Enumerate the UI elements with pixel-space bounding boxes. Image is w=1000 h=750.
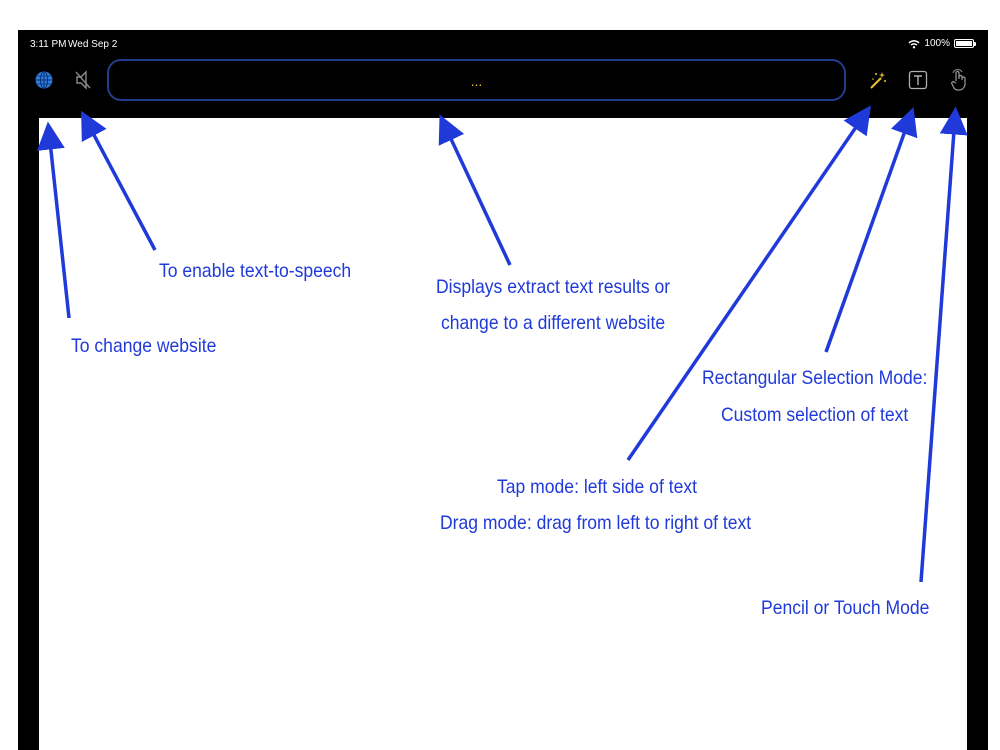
text-selection-icon bbox=[908, 70, 928, 90]
battery-percent: 100% bbox=[924, 38, 950, 49]
battery-fill bbox=[956, 41, 972, 46]
annotation-extract-line2: change to a different website bbox=[441, 312, 666, 334]
annotation-extract-line1: Displays extract text results or bbox=[436, 276, 671, 298]
touch-mode-button[interactable] bbox=[947, 68, 971, 92]
annotation-rect-line1: Rectangular Selection Mode: bbox=[702, 367, 928, 389]
ipad-screen: 3:11 PM Wed Sep 2 100% ... bbox=[18, 30, 988, 750]
hand-touch-icon bbox=[951, 69, 966, 91]
annotation-change-website: To change website bbox=[71, 335, 217, 357]
mute-button[interactable] bbox=[71, 68, 95, 92]
annotation-rect-line2: Custom selection of text bbox=[721, 404, 909, 426]
annotation-tap-line2: Drag mode: drag from left to right of te… bbox=[440, 512, 752, 534]
status-right: 100% bbox=[908, 38, 976, 49]
annotation-tap-line1: Tap mode: left side of text bbox=[497, 476, 697, 498]
annotation-pencil-touch: Pencil or Touch Mode bbox=[761, 597, 930, 619]
speaker-muted-icon bbox=[75, 70, 91, 90]
globe-icon bbox=[35, 71, 53, 89]
battery-icon bbox=[954, 39, 976, 48]
status-bar: 3:11 PM Wed Sep 2 100% bbox=[18, 30, 988, 58]
annotation-text-to-speech: To enable text-to-speech bbox=[159, 260, 352, 282]
globe-button[interactable] bbox=[32, 68, 56, 92]
magic-wand-button[interactable] bbox=[866, 68, 890, 92]
url-bar[interactable]: ... bbox=[107, 59, 846, 101]
status-date: Wed Sep 2 bbox=[68, 39, 118, 50]
status-time: 3:11 PM bbox=[30, 39, 67, 50]
web-content-area[interactable] bbox=[39, 118, 967, 750]
magic-wand-icon bbox=[870, 72, 886, 89]
wifi-icon bbox=[908, 39, 920, 48]
text-selection-button[interactable] bbox=[906, 68, 930, 92]
